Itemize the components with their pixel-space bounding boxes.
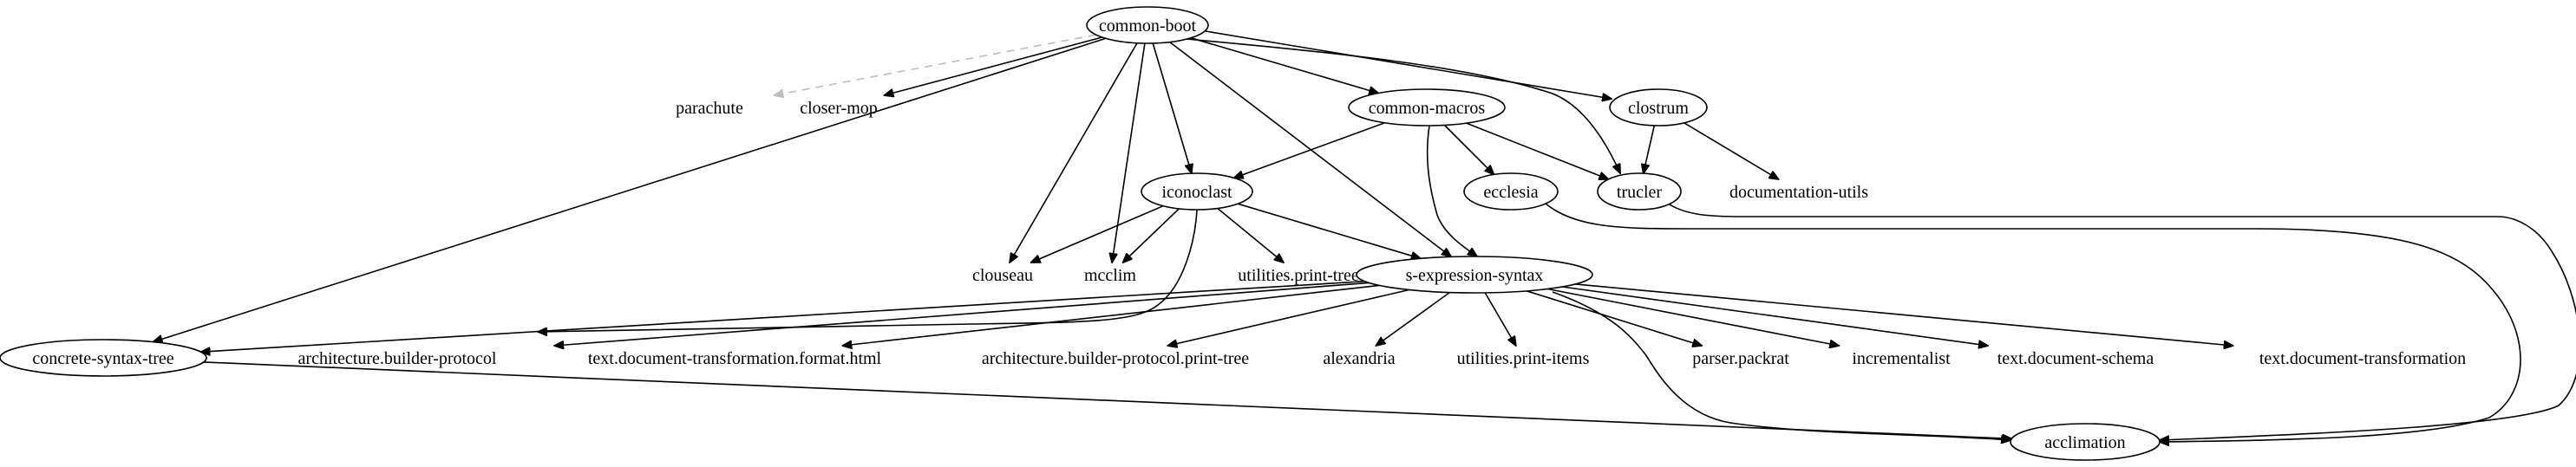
edge-common-boot-to-concrete-syntax-tree bbox=[154, 37, 1107, 341]
edge-common-boot-to-clostrum bbox=[1205, 30, 1612, 99]
node-ellipse bbox=[2010, 423, 2161, 461]
node-common-boot: common-boot bbox=[1086, 6, 1209, 44]
node-utilities-print-tree: utilities.print-tree bbox=[1238, 266, 1359, 285]
node-label: closer-mop bbox=[800, 99, 878, 118]
node-concrete-syntax-tree: concrete-syntax-tree bbox=[0, 339, 207, 377]
node-ellipse bbox=[1597, 172, 1682, 211]
edge-s-expression-syntax-to-incrementalist bbox=[1547, 288, 1839, 347]
node-label: mcclim bbox=[1084, 266, 1136, 285]
node-ellipse bbox=[1141, 172, 1253, 211]
node-acclimation: acclimation bbox=[2010, 423, 2161, 461]
node-label: incrementalist bbox=[1852, 349, 1951, 368]
edge-common-macros-to-trucler bbox=[1466, 122, 1609, 179]
edge-common-boot-to-trucler bbox=[1186, 38, 1620, 173]
node-label: acclimation bbox=[2044, 433, 2125, 452]
edge-common-boot-to-iconoclast bbox=[1152, 42, 1192, 173]
edge-common-boot-to-common-macros bbox=[1190, 36, 1378, 94]
node-label: text.document-transformation bbox=[2259, 349, 2466, 368]
node-utilities-print-items: utilities.print-items bbox=[1457, 349, 1590, 368]
node-clouseau: clouseau bbox=[972, 266, 1033, 285]
node-clostrum: clostrum bbox=[1609, 88, 1708, 126]
edge-s-expression-syntax-to-concrete-syntax-tree bbox=[201, 280, 1365, 353]
node-label: clouseau bbox=[972, 266, 1033, 285]
edge-common-macros-to-iconoclast bbox=[1234, 121, 1385, 178]
edges-layer bbox=[154, 30, 2576, 442]
node-label: documentation-utils bbox=[1729, 183, 1868, 202]
edge-iconoclast-to-mcclim bbox=[1123, 208, 1180, 263]
node-ellipse bbox=[1463, 172, 1559, 211]
node-label: architecture.builder-protocol bbox=[298, 349, 497, 368]
node-label: ecclesia bbox=[1483, 183, 1538, 202]
node-label: alexandria bbox=[1323, 349, 1395, 368]
node-parachute: parachute bbox=[676, 99, 743, 118]
node-label: concrete-syntax-tree bbox=[32, 349, 173, 368]
edge-common-boot-to-clouseau bbox=[1010, 42, 1138, 263]
edge-trucler-to-acclimation bbox=[1669, 204, 2576, 440]
node-incrementalist: incrementalist bbox=[1852, 349, 1951, 368]
edge-s-expression-syntax-to-text-document-schema bbox=[1562, 286, 1988, 346]
edge-common-boot-to-mcclim bbox=[1112, 42, 1146, 263]
node-label: text.document-transformation.format.html bbox=[588, 349, 882, 368]
node-label: s-expression-syntax bbox=[1406, 266, 1544, 285]
node-ellipse bbox=[1086, 6, 1209, 44]
node-mcclim: mcclim bbox=[1084, 266, 1136, 285]
node-text-document-transformation: text.document-transformation bbox=[2259, 349, 2466, 368]
node-iconoclast: iconoclast bbox=[1141, 172, 1253, 211]
node-trucler: trucler bbox=[1597, 172, 1682, 211]
edge-concrete-syntax-tree-to-acclimation bbox=[203, 361, 2012, 439]
edge-s-expression-syntax-to-parser-packrat bbox=[1526, 290, 1702, 346]
node-label: iconoclast bbox=[1161, 183, 1232, 202]
node-ellipse bbox=[1348, 88, 1506, 126]
edge-ecclesia-to-acclimation bbox=[1545, 203, 2521, 442]
node-ellipse bbox=[1609, 88, 1708, 126]
edge-common-boot-to-parachute bbox=[774, 34, 1096, 95]
node-label: architecture.builder-protocol.print-tree bbox=[982, 349, 1249, 368]
node-label: parachute bbox=[676, 99, 743, 118]
node-label: clostrum bbox=[1628, 99, 1689, 118]
node-label: common-macros bbox=[1369, 99, 1486, 118]
node-label: text.document-schema bbox=[1997, 349, 2154, 368]
node-label: parser.packrat bbox=[1692, 349, 1789, 368]
node-closer-mop: closer-mop bbox=[800, 99, 878, 118]
edge-s-expression-syntax-to-text-document-transformation bbox=[1575, 283, 2233, 346]
node-ellipse bbox=[0, 339, 207, 377]
edge-s-expression-syntax-to-alexandria bbox=[1376, 291, 1450, 347]
edge-common-macros-to-ecclesia bbox=[1443, 124, 1494, 175]
node-label: utilities.print-tree bbox=[1238, 266, 1359, 285]
node-label: trucler bbox=[1617, 183, 1663, 202]
edge-iconoclast-to-utilities-print-tree bbox=[1217, 207, 1284, 263]
edge-s-expression-syntax-to-architecture-builder-protocol-print-tree bbox=[1167, 289, 1409, 347]
edge-clostrum-to-trucler bbox=[1644, 125, 1656, 173]
edge-clostrum-to-documentation-utils bbox=[1684, 122, 1779, 179]
edge-iconoclast-to-architecture-builder-protocol bbox=[538, 209, 1198, 332]
node-ellipse bbox=[1356, 256, 1593, 294]
edge-common-macros-to-s-expression-syntax bbox=[1426, 125, 1477, 256]
node-text-document-transformation-format-html: text.document-transformation.format.html bbox=[588, 349, 882, 368]
nodes-layer: common-boot parachute closer-mop common-mac… bbox=[0, 6, 2466, 461]
node-label: common-boot bbox=[1099, 16, 1197, 36]
node-alexandria: alexandria bbox=[1323, 349, 1395, 368]
edge-s-expression-syntax-to-text-document-transformation-format-html bbox=[842, 284, 1380, 346]
edge-iconoclast-to-s-expression-syntax bbox=[1237, 203, 1421, 258]
node-architecture-builder-protocol-print-tree: architecture.builder-protocol.print-tree bbox=[982, 349, 1249, 368]
node-label: utilities.print-items bbox=[1457, 349, 1590, 368]
edge-s-expression-syntax-to-utilities-print-items bbox=[1484, 292, 1516, 346]
edge-s-expression-syntax-to-architecture-builder-protocol bbox=[554, 282, 1370, 346]
node-documentation-utils: documentation-utils bbox=[1729, 183, 1868, 202]
node-s-expression-syntax: s-expression-syntax bbox=[1356, 256, 1593, 294]
edge-common-boot-to-closer-mop bbox=[885, 36, 1102, 95]
node-text-document-schema: text.document-schema bbox=[1997, 349, 2154, 368]
node-parser-packrat: parser.packrat bbox=[1692, 349, 1789, 368]
node-architecture-builder-protocol: architecture.builder-protocol bbox=[298, 349, 497, 368]
edge-iconoclast-to-clouseau bbox=[1031, 204, 1164, 263]
node-common-macros: common-macros bbox=[1348, 88, 1506, 126]
node-ecclesia: ecclesia bbox=[1463, 172, 1559, 211]
